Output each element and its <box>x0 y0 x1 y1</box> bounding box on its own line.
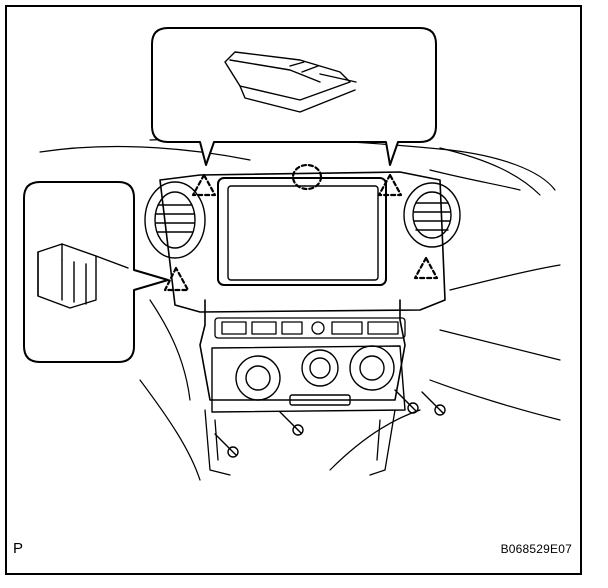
climate-control-panel <box>211 345 406 413</box>
top-callout-bubble <box>151 27 437 166</box>
screw-bolt-icon <box>214 389 446 458</box>
figure-code: B068529E07 <box>500 542 572 556</box>
switch-row <box>214 317 406 339</box>
center-cluster-bezel <box>159 171 446 401</box>
corner-mark: P <box>13 540 24 557</box>
claw-clip-icon <box>224 51 357 113</box>
left-air-vent <box>144 181 206 259</box>
right-air-vent <box>403 182 461 248</box>
claw-clip-icon <box>37 243 129 309</box>
lower-console <box>204 409 396 476</box>
clip-location-marker-icon <box>163 163 439 292</box>
display-screen <box>217 177 387 286</box>
diagram-frame <box>5 5 582 575</box>
